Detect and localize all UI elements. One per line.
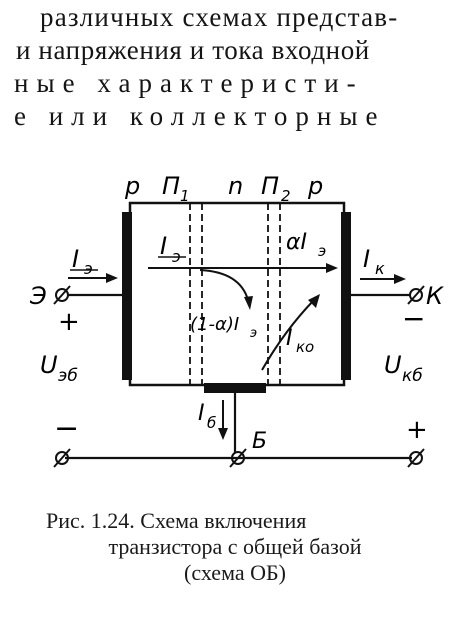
- region-p-right: p: [307, 172, 323, 200]
- region-p-left: p: [124, 172, 140, 200]
- reverse-current-arrowhead: [308, 294, 320, 308]
- junctions: [189, 203, 281, 385]
- collector-voltage-sub: кб: [402, 366, 423, 386]
- inner-emitter-current-label: I: [160, 232, 167, 260]
- collector-voltage-label: U: [384, 351, 402, 379]
- recombination-arrowhead: [244, 296, 253, 310]
- bus-plus: +: [406, 415, 428, 445]
- reverse-current-label: I: [286, 326, 293, 351]
- region-n: n: [228, 172, 243, 200]
- base-electrode: [204, 383, 266, 393]
- text-line-2: и напряжения и тока входной: [16, 35, 370, 65]
- bus-terminal-left: [55, 451, 69, 465]
- collector-terminal-label: К: [426, 282, 444, 310]
- region-p2: П: [261, 172, 279, 200]
- caption-line-2: транзистора с общей базой: [108, 534, 362, 559]
- collector-terminal: [409, 288, 423, 302]
- base-terminal-label: Б: [252, 429, 267, 454]
- collector-electrode: [341, 212, 351, 380]
- reverse-current-arrow: [261, 299, 315, 371]
- alpha-current-label: αI: [286, 230, 307, 255]
- emitter-plus: +: [58, 307, 80, 337]
- transistor-body: [128, 201, 346, 387]
- bus-minus: −: [54, 411, 79, 446]
- emitter-electrode: [122, 212, 132, 380]
- region-p2-index: 2: [281, 187, 291, 205]
- text-line-1: различных схемах представ-: [40, 2, 399, 32]
- reverse-current-sub: ко: [296, 338, 314, 356]
- alpha-current-sub: э: [318, 242, 326, 260]
- text-line-4: е или коллекторные: [14, 101, 386, 131]
- caption-line-3: (схема ОБ): [184, 560, 286, 585]
- collector-current-sub: к: [375, 259, 385, 278]
- region-p1: П: [162, 172, 180, 200]
- recombination-arrow: [199, 269, 249, 301]
- caption-line-1: Рис. 1.24. Схема включения: [46, 508, 307, 533]
- emitter-terminal: [55, 288, 69, 302]
- emitter-terminal-label: Э: [29, 282, 47, 310]
- emitter-current-arrowhead: [106, 273, 118, 283]
- base-current-arrowhead: [218, 428, 228, 440]
- collector-minus: −: [402, 302, 425, 335]
- collector-current-label: I: [363, 245, 370, 273]
- collector-current-arrowhead: [394, 274, 406, 284]
- emitter-voltage-label: U: [40, 351, 58, 379]
- emitter-current-sub: э: [84, 259, 93, 278]
- region-p1-index: 1: [180, 187, 190, 205]
- transistor-diagram: p П 1 n П 2 p I э Э + U эб I э αI э (1-α…: [29, 172, 444, 468]
- emitter-voltage-sub: эб: [58, 366, 78, 386]
- base-current-label: I: [198, 401, 205, 426]
- recombination-current-label: (1-α)I: [190, 314, 239, 335]
- inner-current-arrowhead: [326, 263, 338, 273]
- text-line-3: ные характеристи-: [14, 68, 364, 98]
- emitter-current-label: I: [72, 245, 79, 273]
- base-terminal: [231, 451, 245, 465]
- base-current-sub: б: [207, 414, 216, 432]
- bus-terminal-right: [409, 451, 423, 465]
- recombination-current-sub: э: [250, 326, 257, 341]
